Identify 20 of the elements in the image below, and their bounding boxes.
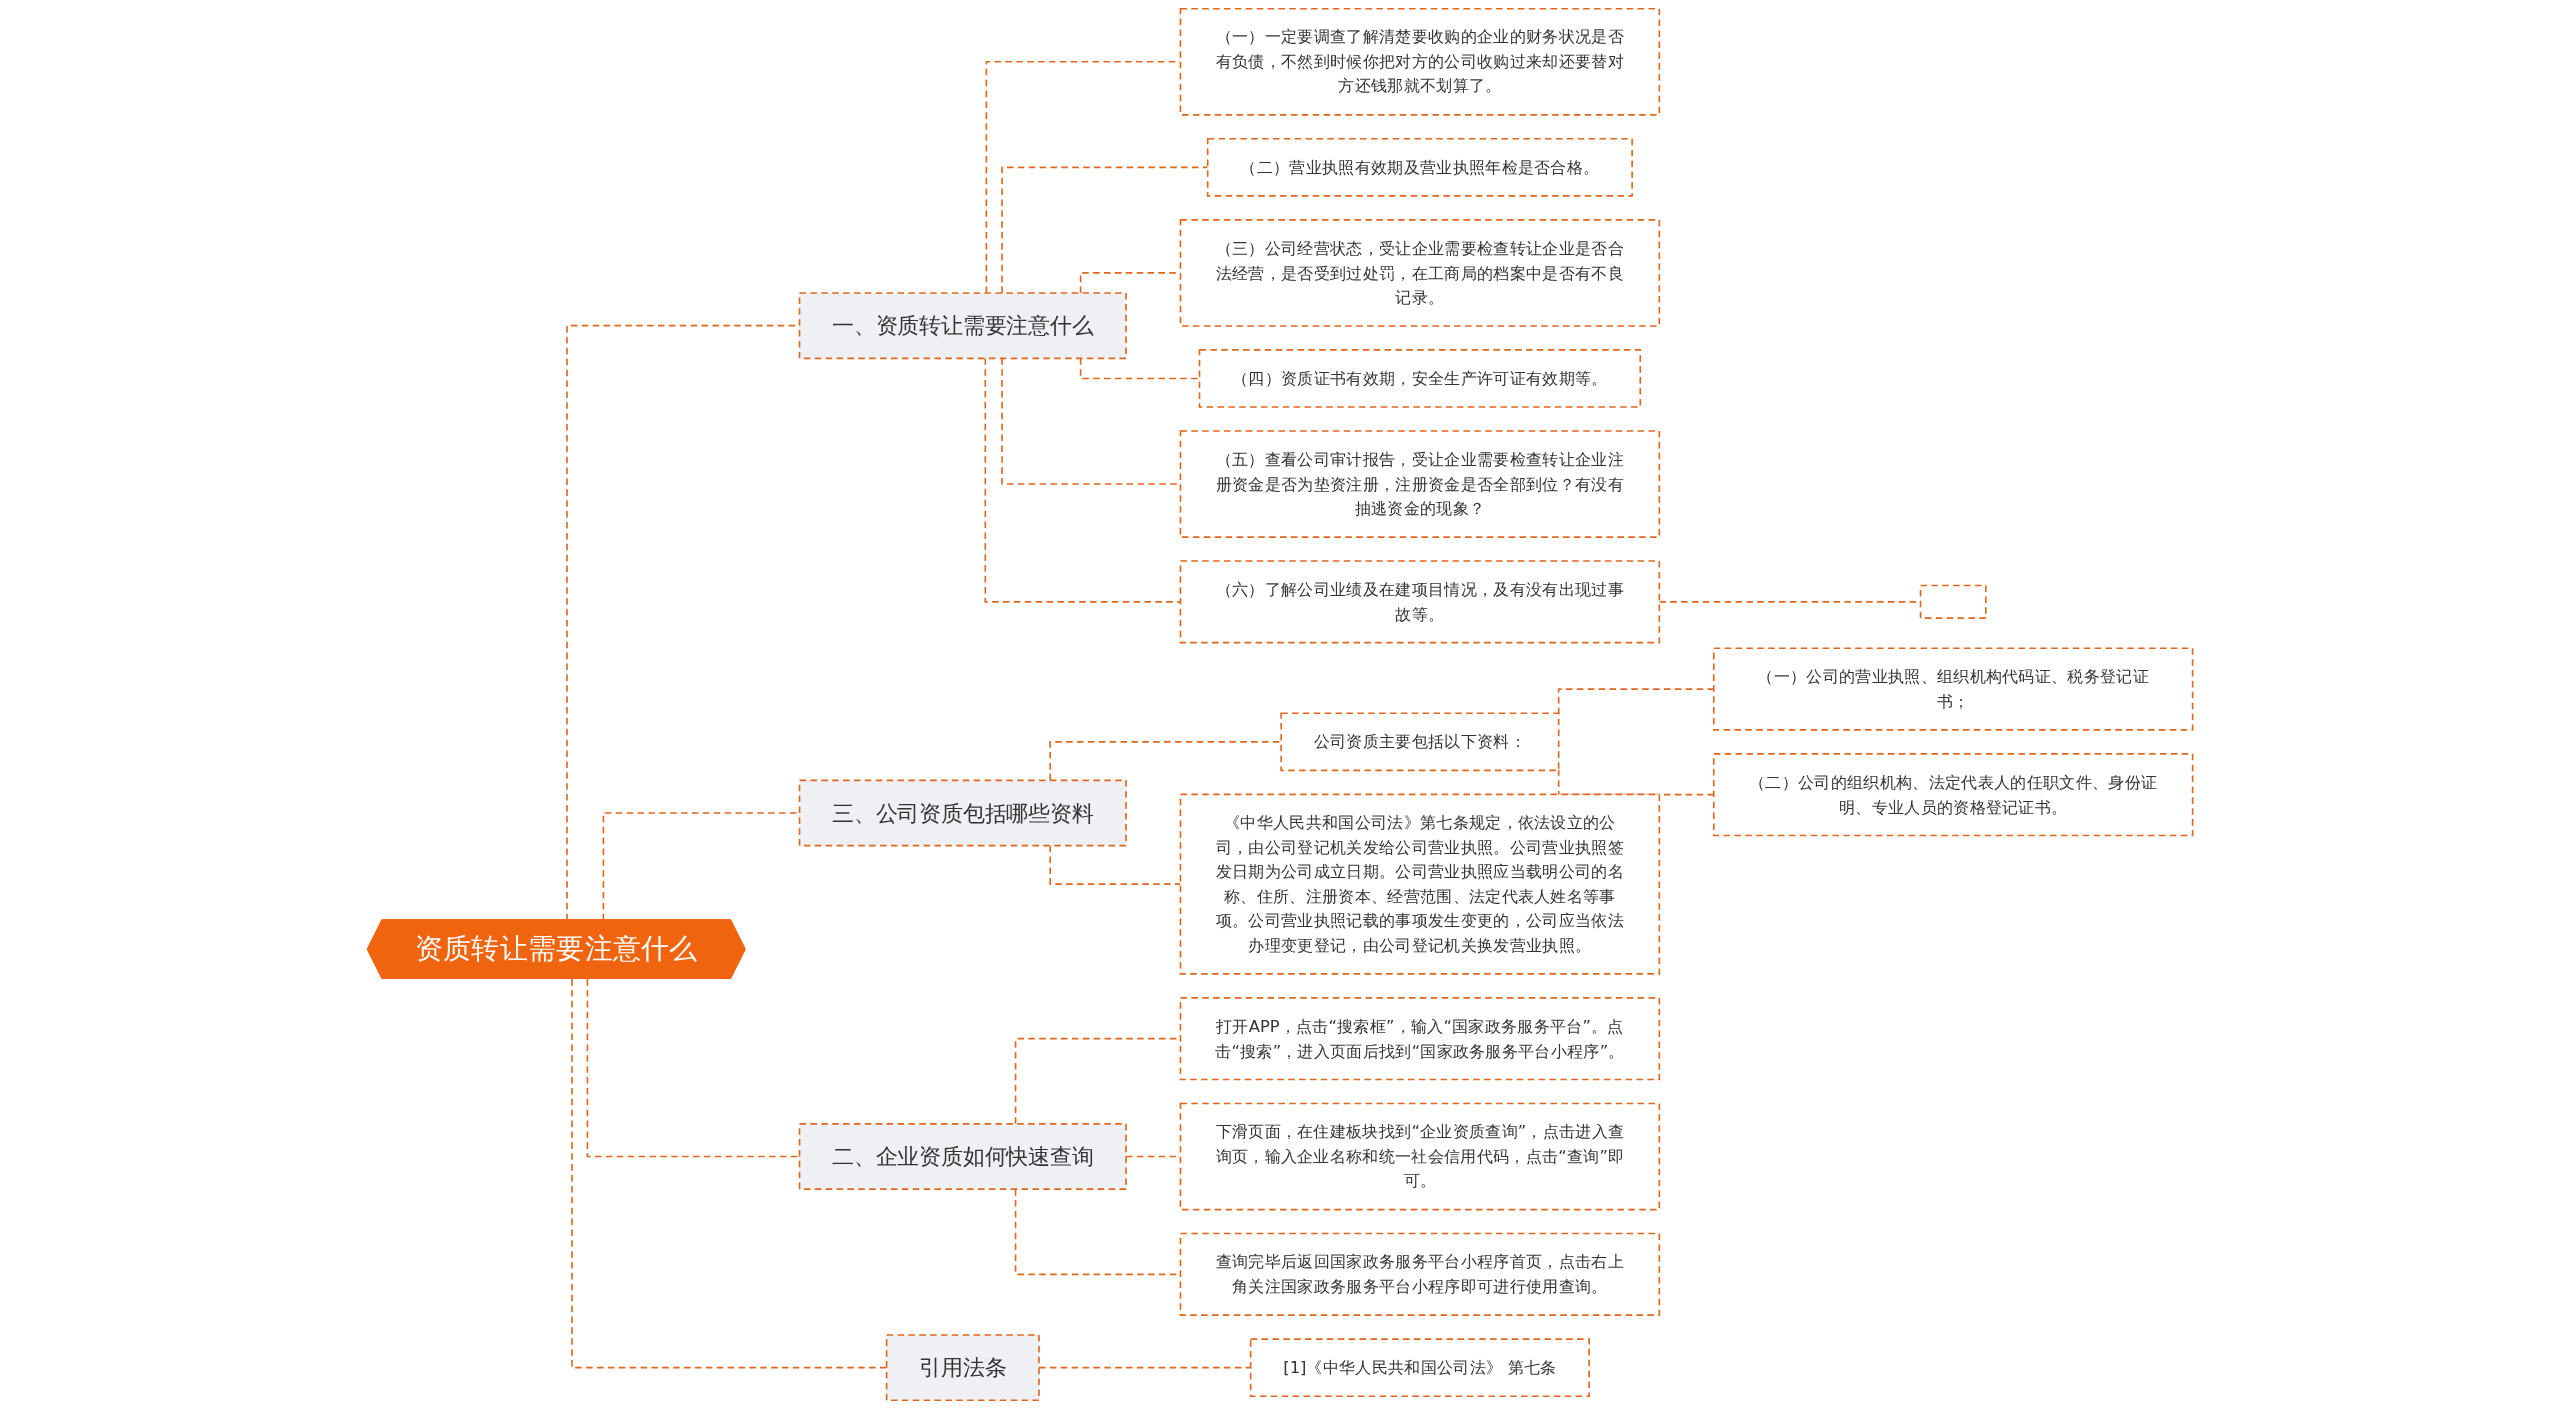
node-box	[1919, 584, 1987, 619]
node-box	[798, 1123, 1127, 1190]
node-box	[1249, 1338, 1590, 1398]
node-box	[1712, 753, 2194, 837]
node-box	[1179, 560, 1661, 644]
node-box	[798, 779, 1127, 847]
node-box	[1179, 1102, 1661, 1211]
node-box	[1712, 647, 2194, 731]
connector	[1049, 741, 1282, 782]
node-box	[1179, 7, 1661, 116]
node-box	[1179, 997, 1661, 1081]
node-box	[1179, 793, 1661, 975]
node-box	[1179, 1232, 1661, 1316]
node-box	[885, 1334, 1040, 1402]
node-box	[1179, 219, 1661, 327]
node-box	[1198, 349, 1642, 408]
node-box	[798, 292, 1127, 360]
node-box	[1206, 137, 1633, 197]
node-box	[1179, 430, 1661, 538]
node-box	[1280, 712, 1560, 772]
